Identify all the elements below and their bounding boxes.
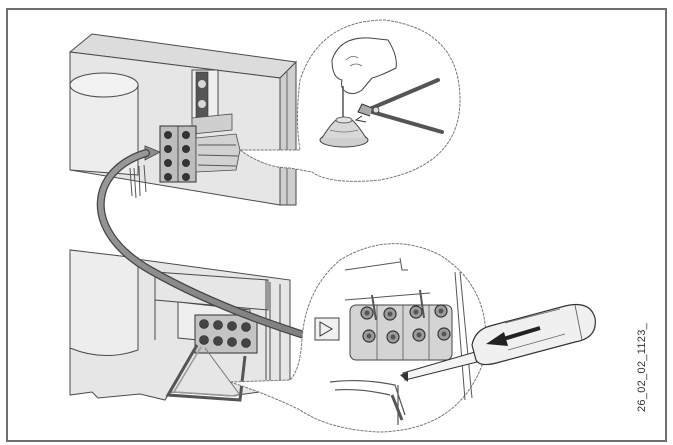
inset-terminal-block bbox=[349, 289, 453, 361]
cable-gland-inset bbox=[238, 19, 461, 182]
upper-tank bbox=[69, 72, 139, 176]
upper-bracket bbox=[191, 69, 233, 135]
lower-tank bbox=[69, 249, 139, 357]
lower-terminal-block bbox=[165, 314, 258, 402]
figure-id-label: 26_02_02_1123_ bbox=[636, 322, 648, 412]
side-cutter-pliers-icon bbox=[354, 78, 444, 134]
hand-icon bbox=[331, 37, 397, 95]
upper-terminal-block bbox=[129, 125, 241, 199]
screwdriver-icon bbox=[400, 303, 596, 382]
upper-unit bbox=[68, 33, 298, 206]
lower-unit bbox=[69, 249, 291, 402]
direction-arrow-icon bbox=[486, 326, 541, 346]
cable-gland-icon bbox=[319, 116, 369, 148]
screwdriver-inset bbox=[229, 243, 596, 433]
